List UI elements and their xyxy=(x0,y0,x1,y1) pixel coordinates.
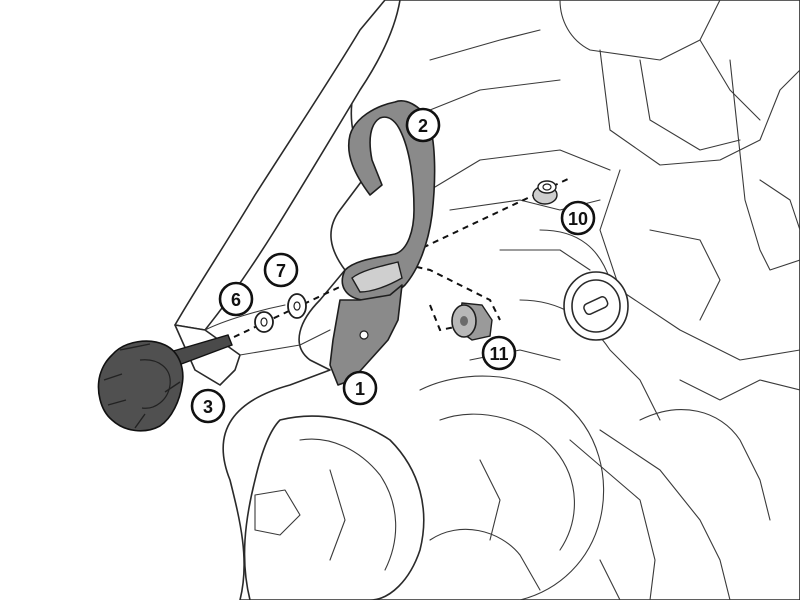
assembly-lines xyxy=(233,177,571,338)
callout-7-label: 7 xyxy=(276,261,286,281)
callout-10-label: 10 xyxy=(568,209,588,229)
callout-1: 1 xyxy=(342,370,378,406)
callout-2-label: 2 xyxy=(418,116,428,136)
callout-3: 3 xyxy=(190,388,226,424)
part-11-spacer xyxy=(451,302,493,341)
callout-11: 11 xyxy=(481,335,517,371)
ignition-lock xyxy=(563,271,629,341)
callout-2: 2 xyxy=(405,107,441,143)
part-10-nut xyxy=(532,180,558,205)
part-6-split-washer xyxy=(254,311,274,333)
callout-1-label: 1 xyxy=(355,379,365,399)
fairing-body xyxy=(174,0,800,600)
part-3-knob-bolt xyxy=(97,334,233,432)
callout-10: 10 xyxy=(560,200,596,236)
callout-11-label: 11 xyxy=(489,344,508,364)
part-7-washer xyxy=(287,293,307,319)
part-2-hook-bracket xyxy=(341,100,436,302)
callout-3-label: 3 xyxy=(203,397,213,417)
callout-6-label: 6 xyxy=(231,290,241,310)
callout-7: 7 xyxy=(263,252,299,288)
callout-6: 6 xyxy=(218,281,254,317)
part-1-plate xyxy=(329,284,403,386)
